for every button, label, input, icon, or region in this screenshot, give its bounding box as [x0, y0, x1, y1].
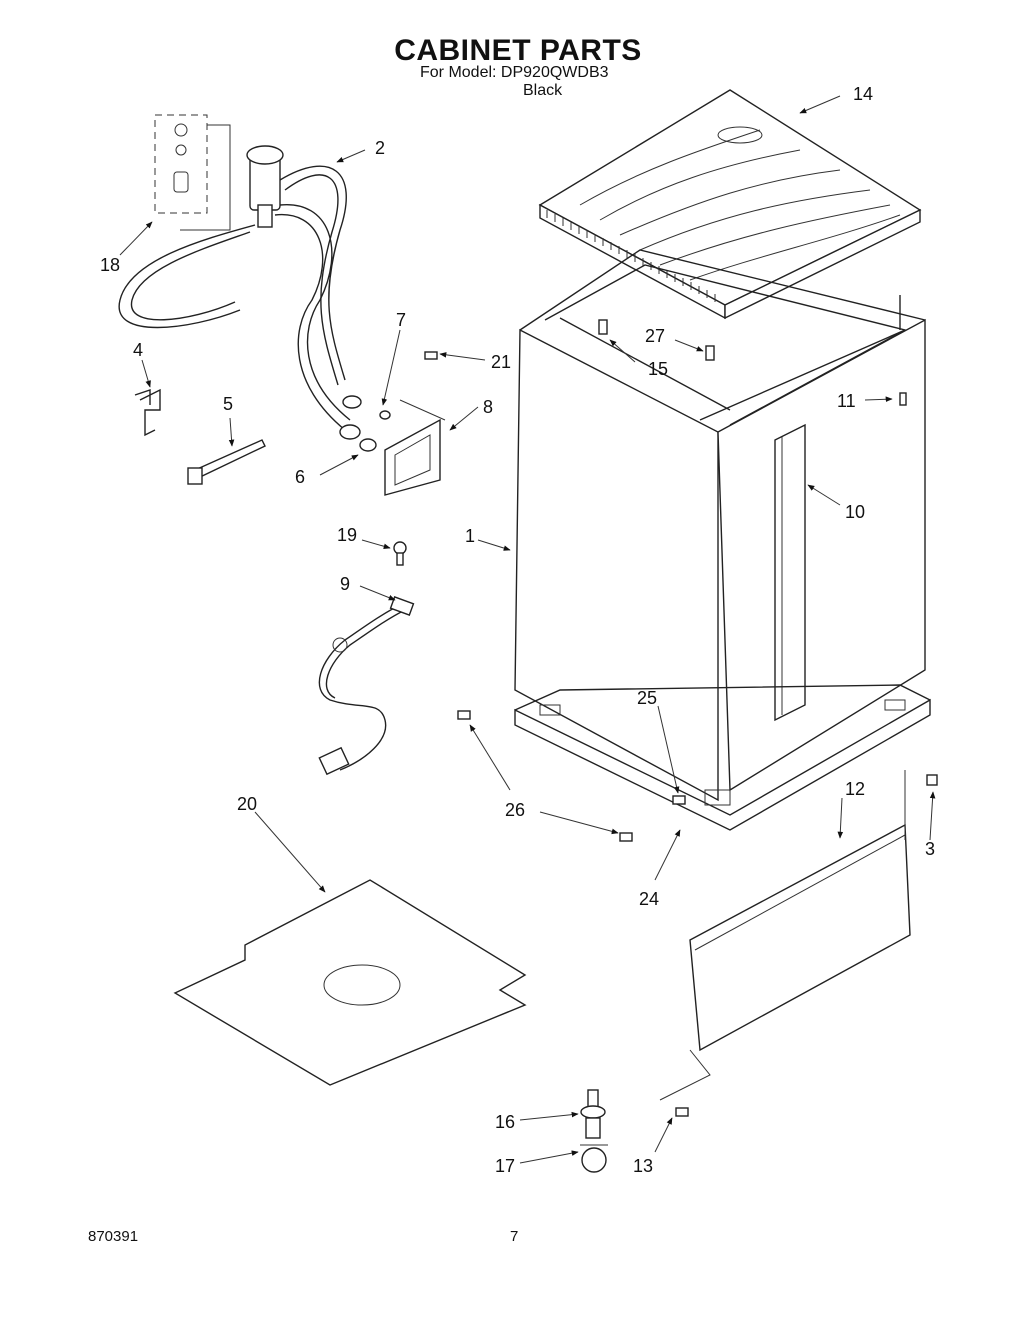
- hose-clip: [134, 388, 161, 437]
- callout-25: 25: [637, 688, 658, 708]
- callout-7: 7: [396, 310, 407, 330]
- callout-1: 1: [465, 526, 476, 546]
- mounting-screws: [424, 319, 938, 1117]
- callout-6: 6: [295, 467, 306, 487]
- callout-13: 13: [633, 1156, 654, 1176]
- page-title: CABINET PARTS: [394, 34, 642, 67]
- callout-10: 10: [845, 502, 866, 522]
- callout-12: 12: [845, 779, 866, 799]
- model-line: For Model: DP920QWDB3: [420, 64, 609, 81]
- callout-4: 4: [133, 340, 144, 360]
- power-cord: [318, 541, 415, 776]
- callout-2: 2: [375, 138, 386, 158]
- cabinet-body: [514, 249, 926, 802]
- callout-11: 11: [837, 391, 856, 411]
- callout-3: 3: [925, 839, 936, 859]
- base-frame: [514, 684, 931, 831]
- callout-18: 18: [100, 255, 121, 275]
- callout-17: 17: [495, 1156, 516, 1176]
- leveling-leg-and-caster: [580, 1089, 608, 1173]
- callout-5: 5: [223, 394, 234, 414]
- floor-pad: [173, 879, 527, 1086]
- callout-16: 16: [495, 1112, 516, 1132]
- callout-20: 20: [237, 794, 258, 814]
- callout-21: 21: [491, 352, 512, 372]
- callout-9: 9: [340, 574, 351, 594]
- wood-countertop: [538, 89, 922, 320]
- toe-kick-panel: [689, 823, 911, 1052]
- callout-8: 8: [483, 397, 494, 417]
- side-channel: [774, 423, 806, 722]
- drain-bracket: [359, 399, 446, 496]
- callout-26: 26: [505, 800, 526, 820]
- callout-24: 24: [639, 889, 660, 909]
- leader-lines: [119, 95, 936, 1164]
- callout-15: 15: [648, 359, 669, 379]
- cable-tie: [187, 439, 266, 485]
- color-variant: Black: [523, 82, 563, 99]
- callout-19: 19: [337, 525, 358, 545]
- document-number: 870391: [88, 1228, 139, 1245]
- callout-27: 27: [645, 326, 666, 346]
- callout-14: 14: [853, 84, 874, 104]
- page-number: 7: [510, 1228, 519, 1245]
- water-hose-assembly: [118, 114, 362, 440]
